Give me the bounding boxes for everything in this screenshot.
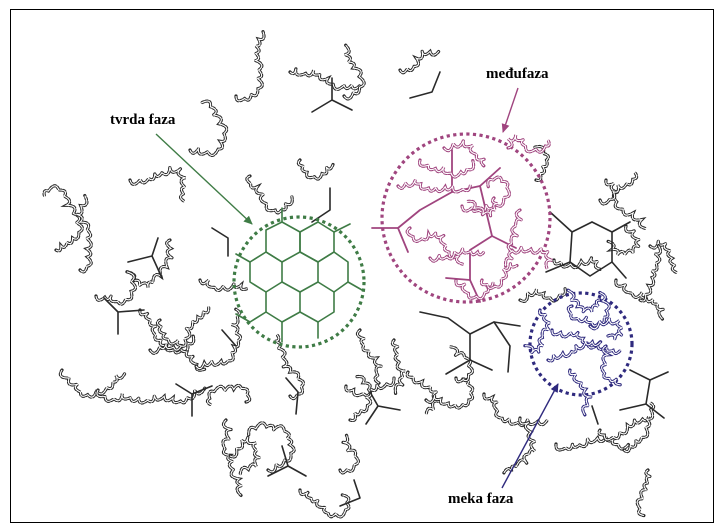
hard-phase-group bbox=[232, 207, 366, 349]
interphase-circle bbox=[380, 132, 552, 304]
hard-phase-circle bbox=[232, 215, 366, 349]
soft-segment-chains bbox=[42, 30, 680, 519]
interphase-chains bbox=[396, 134, 553, 301]
network-backbone bbox=[103, 71, 669, 507]
hard-phase-label: tvrda faza bbox=[110, 112, 176, 128]
soft-phase-circle bbox=[528, 291, 634, 397]
soft-phase-chains bbox=[523, 288, 628, 417]
soft-phase-arrow bbox=[501, 383, 559, 489]
interphase-arrow bbox=[501, 87, 519, 133]
interphase-label: međufaza bbox=[486, 66, 549, 82]
hard-phase-hexagons bbox=[235, 207, 363, 343]
soft-phase-group bbox=[523, 288, 634, 417]
hard-phase-arrow bbox=[155, 133, 253, 225]
interphase-group bbox=[371, 132, 553, 304]
soft-phase-label: meka faza bbox=[448, 491, 514, 507]
